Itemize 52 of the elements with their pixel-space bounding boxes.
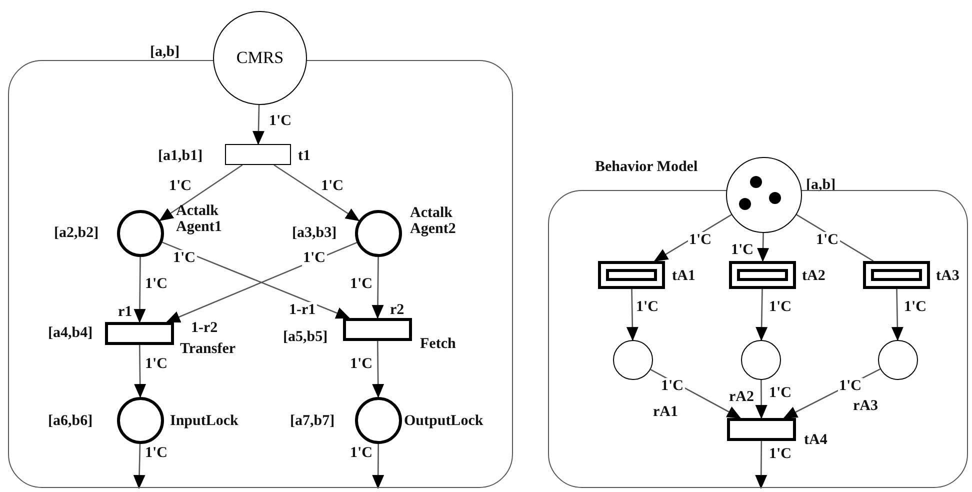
node-label: [a2,b2] (54, 225, 99, 241)
node-label: [a1,b1] (158, 148, 203, 164)
node-label: [a7,b7] (290, 413, 335, 429)
edge-label: 1'C (838, 378, 862, 394)
node-label: Transfer (180, 341, 236, 357)
node-label: tA3 (936, 268, 960, 284)
transition-bar (343, 318, 412, 341)
arc-arrow (626, 288, 638, 341)
place-circle (355, 210, 402, 257)
place-circle (741, 340, 781, 380)
arc-arrow (757, 232, 769, 262)
place-circle (117, 397, 164, 444)
transition-bar (729, 261, 796, 289)
arc-arrow (372, 444, 384, 489)
node-label: OutputLock (404, 413, 484, 429)
arc-arrow (891, 288, 904, 341)
node-label: [a,b] (150, 44, 180, 60)
arc-arrow (372, 341, 384, 398)
place-circle (878, 340, 918, 380)
place-circle (117, 210, 164, 257)
place-name: CMRS (235, 48, 285, 68)
arc-arrow (133, 444, 146, 489)
node-label: Actalk Agent2 (410, 205, 457, 237)
arc-arrow (252, 104, 264, 145)
transition-bar (727, 418, 796, 441)
node-label: tA2 (802, 268, 826, 284)
node-label: [a5,b5] (283, 329, 328, 345)
arc-arrow (372, 257, 384, 319)
node-label: InputLock (170, 413, 238, 429)
place-circle (613, 340, 653, 380)
arc-arrow (274, 164, 360, 222)
place-circle (355, 397, 402, 444)
node-label: [a3,b3] (292, 225, 337, 241)
transition-bar (863, 261, 930, 289)
node-label: t1 (298, 148, 310, 164)
transition-bar (598, 261, 665, 289)
node-label: Fetch (420, 336, 456, 352)
node-label: Behavior Model (595, 159, 698, 175)
node-label: Actalk Agent1 (176, 203, 223, 235)
node-label: [a4,b4] (48, 325, 93, 341)
transition-bar (225, 144, 291, 165)
node-label: tA4 (804, 432, 828, 448)
transition-bar (105, 322, 174, 345)
arc-arrow (134, 345, 146, 398)
edge-label: 1'C (302, 250, 326, 266)
arc-arrow (755, 380, 768, 419)
arc-arrow (755, 441, 768, 489)
node-label: [a6,b6] (48, 413, 93, 429)
node-label: tA1 (672, 268, 696, 284)
arc-arrow (159, 164, 243, 221)
arc-arrow (134, 257, 146, 323)
arc-arrow (756, 288, 768, 341)
